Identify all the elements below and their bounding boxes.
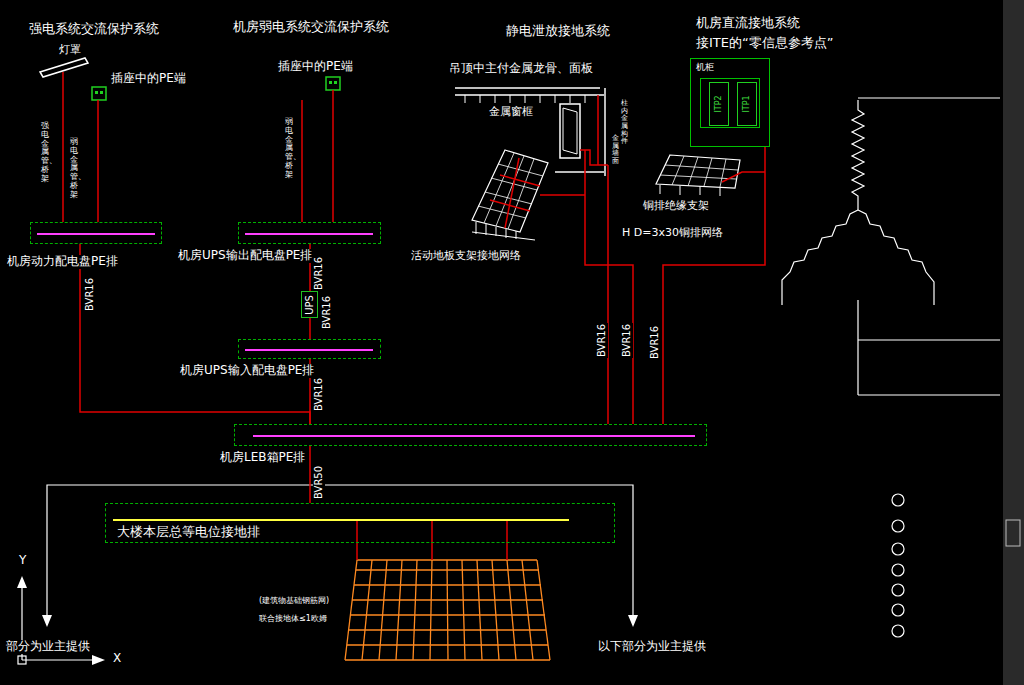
annotation: BVR16 [621, 323, 633, 358]
busbar-line [245, 349, 373, 351]
ground-wire [309, 446, 311, 503]
annotation: Y [18, 554, 27, 568]
node-label: 机房动力配电盘PE排 [6, 255, 119, 269]
annotation: 机房弱电系统交流保护系统 [232, 20, 390, 35]
cable-spec: BVR16 [649, 325, 661, 360]
pe-bar-box: 机房UPS输出配电盘PE排 [238, 222, 381, 244]
annotation: 强电系统交流保护系统 [28, 22, 160, 37]
annotation: 金属窗框 [488, 106, 534, 119]
cable-spec: BVR16 [84, 277, 96, 312]
node-label: 大楼本层总等电位接地排 [116, 525, 261, 540]
busbar-line [113, 519, 569, 521]
annotation: BVR16 [596, 323, 608, 358]
pe-bar-box: 机房LEB箱PE排 [234, 424, 707, 446]
annotation: 柱内金属构件 [621, 100, 628, 146]
annotation: 以下部分为业主提供 [597, 640, 707, 654]
ups-box: UPS [301, 291, 318, 318]
ground-wire [80, 244, 310, 424]
annotation: 金属墙面 [612, 135, 619, 166]
cable-spec: BVR50 [313, 465, 325, 500]
cable-spec: BVR16 [313, 256, 325, 291]
cable-spec: BVR16 [313, 377, 325, 412]
busbar-line [37, 233, 155, 235]
annotation: 接ITE的“零信息参考点” [695, 36, 834, 51]
annotation: X [112, 652, 122, 666]
equipotential-bar-box: 大楼本层总等电位接地排 [105, 503, 615, 543]
annotation: 活动地板支架接地网络 [410, 250, 522, 263]
annotation: (建筑物基础钢筋网) [258, 596, 330, 605]
ite-cabinet: 机柜 ITP2 ITP1 [690, 58, 770, 147]
annotation: 弱电金属管、桥架 [285, 118, 293, 180]
annotation: 灯罩 [58, 44, 82, 57]
pe-bar-box: 机房动力配电盘PE排 [30, 222, 162, 244]
node-label: UPS [304, 294, 316, 316]
ground-wire [663, 147, 765, 424]
annotation: 弱电金属管、桥架 [70, 138, 78, 200]
cable-spec: BVR16 [321, 295, 333, 330]
itp-box: ITP2 [709, 82, 729, 126]
pe-bar-box: 机房UPS输入配电盘PE排 [238, 339, 381, 359]
ground-wire [309, 318, 311, 339]
annotation: 铜排绝缘支架 [642, 200, 710, 213]
node-label: 机房UPS输入配电盘PE排 [179, 364, 315, 378]
annotation: H D=3x30铜排网络 [621, 227, 724, 240]
node-label: 机柜 [695, 62, 715, 72]
annotation: 部分为业主提供 [5, 640, 91, 654]
annotation: 机房直流接地系统 [695, 16, 801, 31]
node-label: 机房LEB箱PE排 [219, 451, 306, 465]
annotation: 插座中的PE端 [110, 72, 187, 86]
node-label: ITP1 [742, 94, 751, 113]
busbar-line [245, 233, 373, 235]
annotation: 吊顶中主付金属龙骨、面板 [448, 62, 594, 76]
annotation: 强电金属管、桥架 [41, 122, 49, 184]
itp-box: ITP1 [737, 82, 757, 126]
annotation: 联合接地体≤1欧姆 [258, 614, 328, 623]
busbar-line [253, 435, 695, 437]
node-label: ITP2 [714, 94, 723, 113]
annotation: 插座中的PE端 [277, 60, 354, 74]
annotation: 静电泄放接地系统 [505, 24, 611, 39]
node-label: 机房UPS输出配电盘PE排 [177, 249, 313, 263]
